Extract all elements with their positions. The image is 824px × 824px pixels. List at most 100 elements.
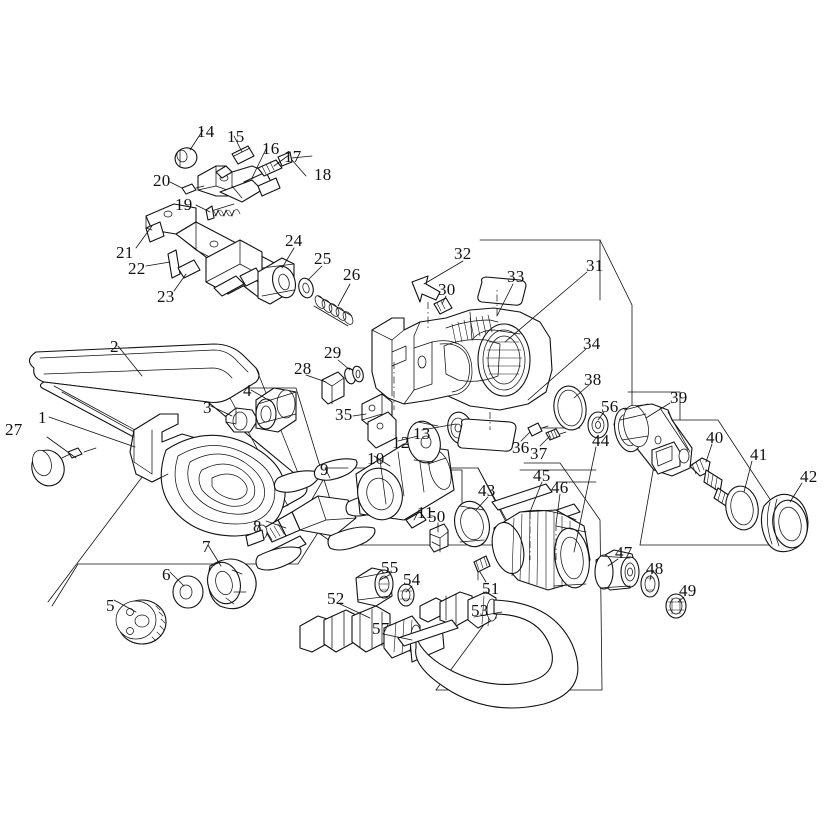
callout-52[interactable]: 52 xyxy=(327,589,345,608)
callout-36[interactable]: 36 xyxy=(512,438,530,457)
part-grub-screw xyxy=(527,422,549,437)
callout-17[interactable]: 17 xyxy=(284,147,302,166)
callout-39[interactable]: 39 xyxy=(670,388,688,407)
callout-37[interactable]: 37 xyxy=(530,444,548,463)
part-arm-housing xyxy=(129,413,286,537)
callout-30[interactable]: 30 xyxy=(438,280,456,299)
callout-48[interactable]: 48 xyxy=(646,559,664,578)
callout-1[interactable]: 1 xyxy=(38,408,47,427)
callout-19[interactable]: 19 xyxy=(175,195,193,214)
part-valve-bushing xyxy=(257,257,297,305)
callout-12[interactable]: 12 xyxy=(392,433,410,452)
part-arrow-decal xyxy=(411,275,441,303)
part-dowel-pin xyxy=(405,511,427,529)
part-set-screw xyxy=(257,159,283,177)
callout-38[interactable]: 38 xyxy=(584,370,602,389)
part-gasket-ring xyxy=(553,385,587,431)
part-roll-pin-short xyxy=(177,259,201,279)
callout-16[interactable]: 16 xyxy=(262,139,280,158)
callout-8[interactable]: 8 xyxy=(253,517,262,536)
callout-35[interactable]: 35 xyxy=(335,405,353,424)
callout-11[interactable]: 11 xyxy=(417,503,434,522)
part-drive-pulley xyxy=(115,599,167,645)
callout-54[interactable]: 54 xyxy=(403,570,421,589)
part-tension-knob xyxy=(31,447,97,487)
callout-47[interactable]: 47 xyxy=(615,543,633,562)
callout-26[interactable]: 26 xyxy=(343,265,361,284)
part-retaining-ring xyxy=(454,500,490,548)
callout-5[interactable]: 5 xyxy=(106,596,115,615)
part-pivot-bracket xyxy=(361,393,397,449)
part-hose-label-strip xyxy=(397,619,459,647)
part-coupler-socket xyxy=(355,567,394,607)
part-motor-barrel xyxy=(613,403,693,477)
callout-21[interactable]: 21 xyxy=(116,243,134,262)
part-spring-pin xyxy=(167,249,181,279)
callout-55[interactable]: 55 xyxy=(381,558,399,577)
part-inlet-washer xyxy=(640,570,660,598)
callout-22[interactable]: 22 xyxy=(128,259,146,278)
part-air-hose xyxy=(415,599,579,709)
callout-3[interactable]: 3 xyxy=(203,398,212,417)
part-end-plate xyxy=(407,420,441,464)
callout-51[interactable]: 51 xyxy=(482,579,500,598)
callout-14[interactable]: 14 xyxy=(197,122,215,141)
part-valve-washer xyxy=(298,277,314,299)
callout-9[interactable]: 9 xyxy=(320,460,329,479)
callout-31[interactable]: 31 xyxy=(586,256,604,275)
callout-43[interactable]: 43 xyxy=(478,481,496,500)
part-lever-knob xyxy=(174,147,198,169)
callout-33[interactable]: 33 xyxy=(507,267,525,286)
callout-49[interactable]: 49 xyxy=(679,581,697,600)
callout-53[interactable]: 53 xyxy=(471,601,489,620)
callout-41[interactable]: 41 xyxy=(750,445,768,464)
part-hex-nut xyxy=(225,407,259,433)
part-bracket-clip xyxy=(321,371,345,405)
callout-40[interactable]: 40 xyxy=(706,428,724,447)
callout-7[interactable]: 7 xyxy=(202,537,211,556)
part-name-plate-lower xyxy=(457,418,517,452)
callout-57[interactable]: 57 xyxy=(372,619,390,638)
part-filter-strip-upper xyxy=(491,483,553,511)
callout-42[interactable]: 42 xyxy=(800,467,818,486)
part-air-fitting-screw xyxy=(473,555,491,581)
callout-13[interactable]: 13 xyxy=(413,424,431,443)
part-valve-shaft xyxy=(205,239,263,297)
part-socket-screw xyxy=(181,183,205,195)
callout-34[interactable]: 34 xyxy=(583,334,601,353)
callout-20[interactable]: 20 xyxy=(153,171,171,190)
callout-28[interactable]: 28 xyxy=(294,359,312,378)
part-exhaust-cap-nut xyxy=(760,493,809,553)
callout-2[interactable]: 2 xyxy=(110,337,119,356)
part-valve-spring xyxy=(205,203,241,221)
callout-56[interactable]: 56 xyxy=(601,397,619,416)
callout-10[interactable]: 10 xyxy=(367,449,385,468)
callout-24[interactable]: 24 xyxy=(285,231,303,250)
callout-50[interactable]: 50 xyxy=(428,507,446,526)
part-hose-washer xyxy=(397,583,415,607)
part-spring-clip xyxy=(429,523,449,553)
callout-18[interactable]: 18 xyxy=(314,165,332,184)
callout-23[interactable]: 23 xyxy=(157,287,175,306)
part-sealing-ring xyxy=(725,485,759,531)
callout-45[interactable]: 45 xyxy=(533,466,551,485)
callout-15[interactable]: 15 xyxy=(227,127,245,146)
callout-25[interactable]: 25 xyxy=(314,249,332,268)
part-main-body-housing xyxy=(371,307,553,411)
callout-6[interactable]: 6 xyxy=(162,565,171,584)
part-lever-body xyxy=(197,165,281,203)
part-name-plate-upper xyxy=(477,276,527,306)
callout-27[interactable]: 27 xyxy=(5,420,23,439)
part-idler-pulley xyxy=(207,558,257,610)
callout-4[interactable]: 4 xyxy=(243,381,252,400)
part-rear-bearing-washer xyxy=(587,411,609,439)
part-o-ring-seal xyxy=(344,365,364,385)
callout-32[interactable]: 32 xyxy=(454,244,472,263)
part-locating-pin xyxy=(433,297,453,315)
part-air-inlet-bushing xyxy=(594,549,640,591)
callout-44[interactable]: 44 xyxy=(592,431,610,450)
callout-29[interactable]: 29 xyxy=(324,343,342,362)
callout-46[interactable]: 46 xyxy=(551,478,569,497)
